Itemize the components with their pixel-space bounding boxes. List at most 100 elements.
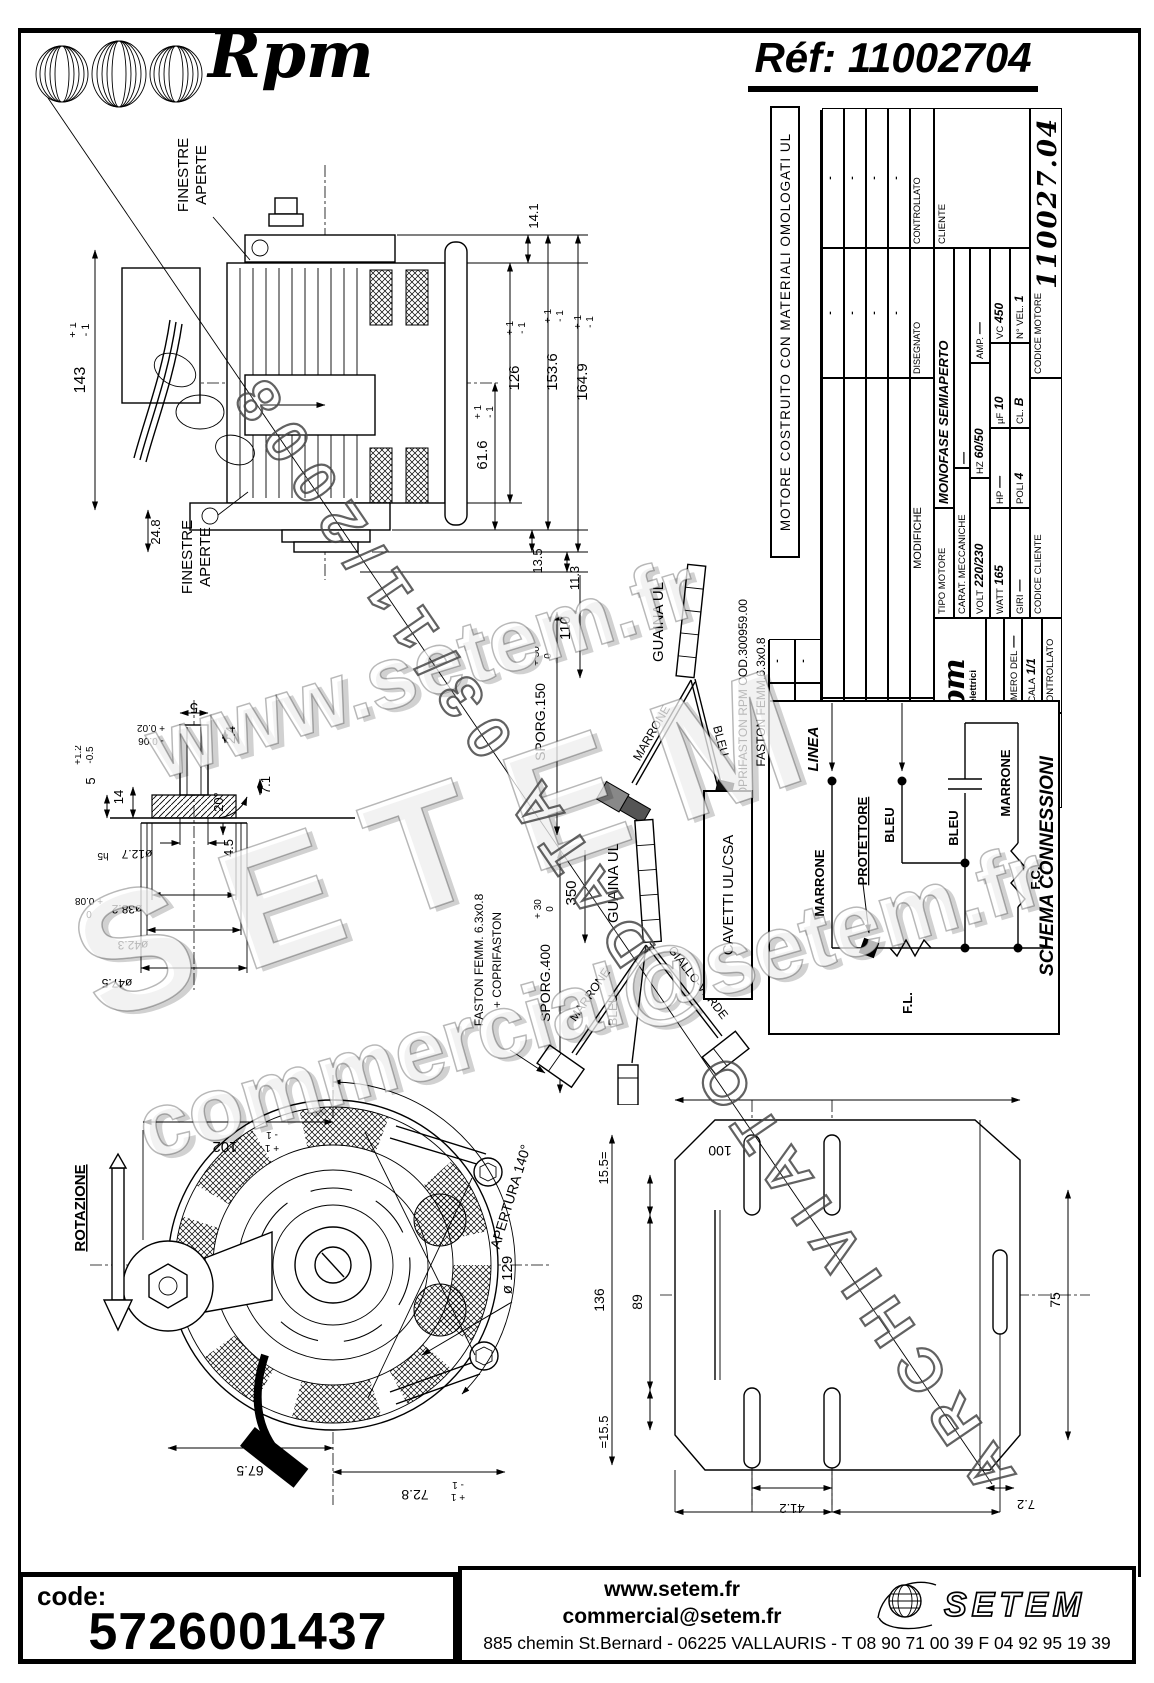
dim-12-7-h5: h5 <box>97 850 109 861</box>
label-bleu-2: BLEU <box>606 994 620 1025</box>
dim-2-4: 2.4 <box>223 726 238 744</box>
setem-logo-text: SETEM <box>944 1586 1086 1624</box>
label-faston-2: FASTON FEMM. 6.3x0.8 <box>472 893 486 1026</box>
footer-email: commercial@setem.fr <box>562 1605 782 1628</box>
label-fl: F.L. <box>900 992 915 1014</box>
dim-42-3: ø42.3 <box>117 938 148 952</box>
label-bleu-line: BLEU <box>882 807 897 842</box>
dim-38-2: ø38.2 <box>111 902 142 916</box>
dim-72-8-tol-plus: + 1 <box>450 1491 465 1502</box>
code-box: code: 5726001437 <box>18 1572 458 1664</box>
rpm-coils-logo <box>35 40 203 108</box>
ref-value: 11002704 <box>847 34 1032 81</box>
label-protettore: PROTETTORE <box>855 796 870 885</box>
dim-110: 110 <box>557 616 574 640</box>
label-fc: F.C. <box>1028 866 1043 889</box>
dim-102: 102 <box>212 1138 237 1155</box>
dim-7-1: 7.1 <box>258 776 273 794</box>
dim-143: 143 <box>72 367 89 394</box>
dim-153-6-tol-plus: + 1 <box>543 308 554 323</box>
setem-logo: SETEM <box>877 1581 1086 1630</box>
supplier-info-box: www.setem.fr commercial@setem.fr SETEM 8… <box>458 1566 1136 1664</box>
dim-38-2-tol-zero: 0 <box>86 908 92 919</box>
label-linea: LINEA <box>805 727 822 772</box>
sporg150-tol-plus: + 50 <box>535 646 542 666</box>
dim-38-2-tol-plus: + 0.08 <box>75 895 103 906</box>
label-bleu-cap: BLEU <box>946 810 961 845</box>
dim-164-9-tol-minus: - 1 <box>585 316 596 328</box>
dim-164-9: 164.9 <box>574 363 591 401</box>
label-guaina-ul-2: GUAINA UL <box>605 843 622 923</box>
dim-72-8-tol-minus: - 1 <box>452 1479 464 1490</box>
label-coprifaston-1: COPRIFASTON RPM COD.300959.00 <box>736 599 750 805</box>
dim-129: ø 129 <box>499 1256 516 1294</box>
dim-143-tol-minus: - 1 <box>80 324 92 337</box>
dim-7-2: 7.2 <box>1017 1497 1035 1512</box>
sporg150-tol-zero: 0 <box>543 653 554 659</box>
label-faston-1: FASTON FEMM.6.3x0.8 <box>754 637 768 766</box>
dim-5a: 5 <box>190 699 198 716</box>
label-coprifaston-2: + COPRIFASTON <box>490 912 504 1008</box>
label-guaina-ul-1: GUAINA UL <box>650 582 667 662</box>
dim-350: 350 <box>563 880 580 905</box>
drawing-frame <box>18 28 1141 1577</box>
dim-136: 136 <box>591 1288 607 1312</box>
dim-61-6-tol-minus: - 1 <box>485 406 496 418</box>
dim-14-1: 14.1 <box>526 203 541 228</box>
dim-5b-tol-minus: -0.5 <box>85 746 96 764</box>
dim-12-7: ø12.7 <box>121 847 152 861</box>
label-sporg-150: SPORG.150 <box>535 683 548 761</box>
dim-67-5-tol-plus: + 1 <box>284 1467 299 1478</box>
dim-61-6-tol-plus: + 1 <box>473 404 484 419</box>
side-view-drawing: 143 + 1 - 1 24.8 FINESTRE APERTE FINESTR… <box>70 138 596 594</box>
dim-126-tol-minus: - 1 <box>517 322 528 334</box>
dim-5b-tol-plus: +1.2 <box>75 745 84 765</box>
dim-67-5-tol-minus: - 1 <box>286 1455 298 1466</box>
dim-75: 75 <box>1047 1292 1063 1308</box>
dim-24-8: 24.8 <box>148 519 163 544</box>
dim-89: 89 <box>629 1294 645 1310</box>
dim-153-6-tol-minus: - 1 <box>555 310 566 322</box>
dim-126: 126 <box>506 365 523 390</box>
label-finestre-bottom: FINESTRE <box>179 520 196 594</box>
dim-164-9-tol-plus: + 1 <box>573 314 584 329</box>
sporg400-tol-plus: + 30 <box>533 899 544 919</box>
dim-61-6: 61.6 <box>474 440 491 469</box>
dim-100: 100 <box>708 1143 732 1159</box>
dim-5b: 5 <box>83 777 98 784</box>
label-rotazione: ROTAZIONE <box>72 1164 89 1251</box>
label-marrone-cap: MARRONE <box>998 749 1013 816</box>
code-value: 5726001437 <box>88 1603 388 1661</box>
dim-15-5-bottom: =15.5 <box>596 1416 611 1449</box>
dim-102-tol-minus: - 1 <box>266 1129 278 1140</box>
schema-connessioni: SCHEMA CONNESSIONI LINEA MARRONE PROTETT… <box>768 700 1060 1035</box>
schema-title: SCHEMA CONNESSIONI <box>1037 755 1058 976</box>
footer-address: 885 chemin St.Bernard - 06225 VALLAURIS … <box>483 1633 1111 1653</box>
footer-site: www.setem.fr <box>604 1577 740 1601</box>
dim-143-tol-plus: + 1 <box>70 322 79 338</box>
label-sporg-400: SPORG.400 <box>537 944 553 1022</box>
dim-67-5: 67.5 <box>236 1463 263 1479</box>
dim-72-8: 72.8 <box>401 1487 428 1503</box>
front-view-drawing: ROTAZIONE 102 - 1 + 1 ø 129 APERTURA 140… <box>72 1075 550 1505</box>
label-aperte-top: APERTE <box>193 145 210 205</box>
dim-11-3: 11.3 <box>567 566 582 590</box>
dim-20deg: 20° <box>211 792 226 812</box>
bracket-view-drawing: 100 15.5= 89 =15.5 136 75 41.2 46.6 42.8… <box>591 1096 1090 1516</box>
label-marrone-line: MARRONE <box>812 849 827 916</box>
dim-126-tol-plus: + 1 <box>505 320 516 335</box>
label-finestre-top: FINESTRE <box>175 138 192 212</box>
dim-5a-tol-minus: - 0.06 <box>138 735 164 746</box>
dim-153-6: 153.6 <box>544 353 561 391</box>
dim-15-5-top: 15.5= <box>596 1152 611 1185</box>
label-aperte-bottom: APERTE <box>197 527 214 587</box>
shaft-detail-drawing: 5 + 0.02 - 0.06 5 +1.2 -0.5 14 2.4 7.1 2… <box>75 699 355 990</box>
brand-wordmark: Rpm <box>208 18 374 93</box>
dim-47-5: ø47.5 <box>101 976 132 990</box>
sporg400-tol-zero: 0 <box>545 906 556 912</box>
ref-label: Réf: <box>754 34 837 81</box>
dim-102-tol-plus: + 1 <box>264 1142 279 1153</box>
code-label: code: <box>37 1581 107 1611</box>
